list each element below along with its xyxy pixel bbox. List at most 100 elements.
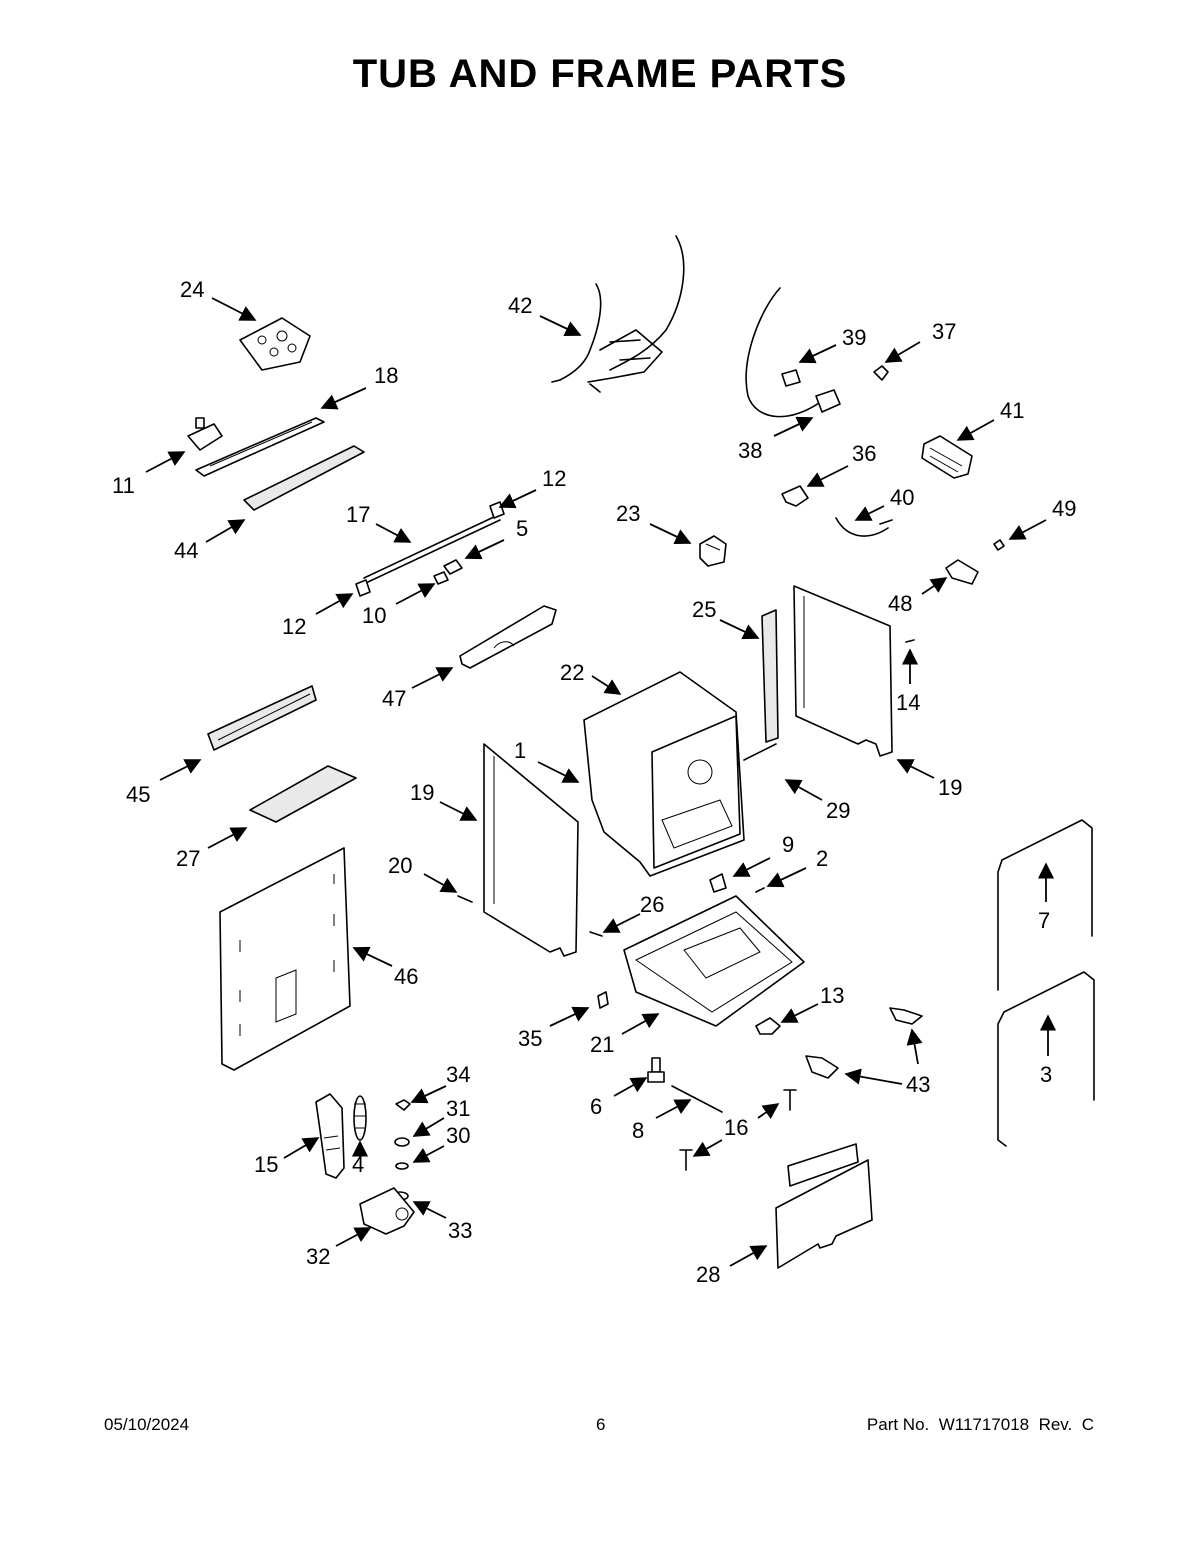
callout-labels: 24 42 39 37 18 41 38 36 11 12 40 17 23 4… [112,277,1076,1287]
callout-19-right: 19 [938,775,962,800]
callout-15: 15 [254,1152,278,1177]
part-45-rail [207,685,317,751]
callout-27: 27 [176,846,200,871]
part-6-leg [647,1057,665,1083]
callout-4: 4 [352,1152,364,1177]
callout-43: 43 [906,1072,930,1097]
arrow-23 [649,523,692,545]
callout-38: 38 [738,438,762,463]
arrow-47 [411,667,454,689]
part-29-rod [743,743,777,761]
part-14-screw [905,639,915,643]
part-37-clip [873,365,889,381]
callout-12-upper: 12 [542,466,566,491]
part-47-vent [459,605,557,669]
part-23-box [699,535,727,567]
part-46-door-panel [219,847,351,1071]
part-5-bracket [443,559,463,575]
arrow-46 [352,946,393,967]
part-21-base [623,895,805,1027]
callout-25: 25 [692,597,716,622]
arrow-31 [412,1117,445,1137]
arrow-6 [613,1077,648,1097]
callout-10: 10 [362,603,386,628]
part-9-clip [709,873,727,893]
arrow-15 [283,1137,320,1159]
arrow-22 [591,675,622,695]
arrow-25 [719,619,760,640]
arrow-17 [375,523,412,543]
callout-7: 7 [1038,908,1050,933]
arrow-16-upper [757,1103,780,1119]
arrow-26 [602,913,641,933]
part-49-clip [993,539,1005,551]
part-18-rail [195,417,325,477]
callout-37: 37 [932,319,956,344]
callout-32: 32 [306,1244,330,1269]
arrow-16-lower [692,1139,723,1157]
callout-44: 44 [174,538,198,563]
arrow-41 [956,419,995,441]
callout-8: 8 [632,1118,644,1143]
callout-42: 42 [508,293,532,318]
part-41-control-board [921,435,973,479]
arrow-11 [145,451,186,473]
part-7-gasket [997,819,1093,991]
callout-22: 22 [560,660,584,685]
callout-19-left: 19 [410,780,434,805]
callout-49: 49 [1052,496,1076,521]
arrow-1 [537,761,580,783]
callout-47: 47 [382,686,406,711]
arrow-32 [335,1227,372,1247]
callout-14: 14 [896,690,920,715]
part-34-cap [395,1099,411,1111]
callout-34: 34 [446,1062,470,1087]
arrow-30 [412,1145,445,1163]
callout-5: 5 [516,516,528,541]
callout-21: 21 [590,1032,614,1057]
arrow-37 [884,341,921,363]
callout-17: 17 [346,502,370,527]
arrow-42 [539,315,582,337]
part-43-bracket-lower [805,1055,839,1079]
callout-40: 40 [890,485,914,510]
arrow-9 [732,857,771,877]
part-8-rod [671,1085,723,1113]
part-42-wire-harness [551,235,685,393]
part-4-impeller [353,1095,367,1141]
arrow-43-upper [906,1028,923,1065]
arrow-20 [423,873,458,893]
part-17-rod [363,515,501,583]
footer-part-number: Part No. W11717018 Rev. C [866,1415,1094,1434]
arrow-21 [621,1013,660,1035]
part-20-screw [457,895,473,903]
part-13-bracket [755,1017,781,1035]
callout-30: 30 [446,1123,470,1148]
part-31-gear [394,1137,410,1147]
arrow-19-left [439,801,478,821]
callout-26: 26 [640,892,664,917]
callout-39: 39 [842,325,866,350]
callout-24: 24 [180,277,204,302]
part-15-cartridge [315,1093,345,1179]
part-10-bracket [433,571,449,585]
callout-arrows [145,297,1057,1267]
part-43-bracket-upper [889,1007,923,1025]
arrow-36 [806,465,849,487]
part-11-latch [187,417,223,451]
arrow-18 [320,387,367,410]
arrow-29 [784,779,823,801]
arrow-10 [395,583,436,605]
arrow-8 [655,1099,692,1119]
part-12-clip-upper [489,501,505,519]
part-30-ring [395,1162,409,1170]
arrow-28 [729,1245,768,1267]
part-2-pin [755,887,765,893]
callout-16: 16 [724,1115,748,1140]
arrow-45 [159,759,202,781]
arrow-5 [464,539,505,560]
part-27-pad [249,765,357,823]
arrow-2 [766,867,807,888]
part-16-screw-lower [679,1149,693,1171]
part-12-clip-lower [355,579,371,597]
